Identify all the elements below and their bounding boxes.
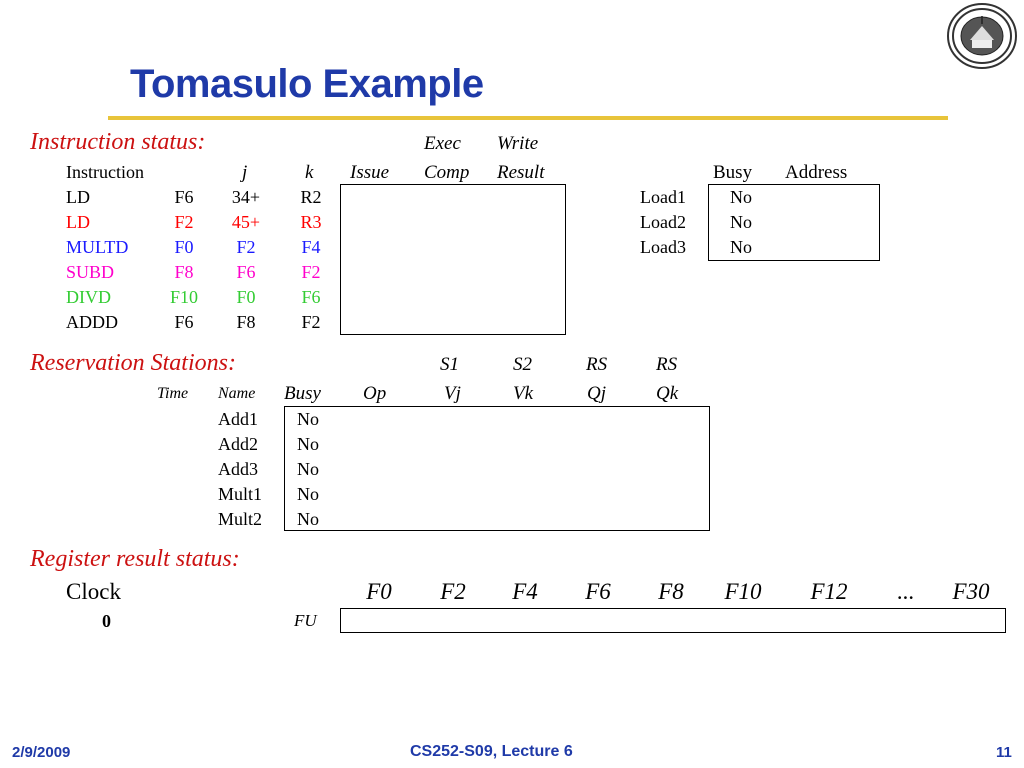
instr-op: ADDD bbox=[66, 312, 118, 332]
rs-top-s1: S1 bbox=[440, 354, 459, 375]
rs-name: Add2 bbox=[218, 434, 258, 454]
col-k: k bbox=[305, 162, 314, 183]
rs-busy: No bbox=[297, 484, 319, 504]
rs-col-qk: Qk bbox=[656, 383, 679, 404]
load-col-busy: Busy bbox=[713, 162, 753, 183]
rs-col-qj: Qj bbox=[587, 383, 606, 404]
instr-r: R2 bbox=[300, 187, 322, 207]
load-name: Load1 bbox=[640, 187, 686, 207]
slide-title: Tomasulo Example bbox=[130, 62, 484, 106]
instr-j: F8 bbox=[174, 262, 194, 282]
rs-top-rs2: RS bbox=[656, 354, 678, 375]
instr-j: F6 bbox=[174, 187, 194, 207]
load-buffers-box bbox=[708, 184, 880, 261]
rs-name: Add3 bbox=[218, 459, 258, 479]
rs-col-vj: Vj bbox=[444, 383, 461, 404]
reg-f10: F10 bbox=[724, 579, 762, 604]
col-issue: Issue bbox=[350, 162, 390, 183]
reg-f4: F4 bbox=[512, 579, 538, 604]
rs-busy: No bbox=[297, 409, 319, 429]
rs-busy: No bbox=[297, 434, 319, 454]
footer-course: CS252-S09, Lecture 6 bbox=[410, 743, 573, 760]
rs-col-vk: Vk bbox=[513, 383, 534, 404]
rs-name: Mult2 bbox=[218, 509, 263, 529]
col-j: j bbox=[242, 162, 248, 183]
col-result: Result bbox=[497, 162, 545, 183]
instr-r: R3 bbox=[300, 212, 322, 232]
instr-j: F10 bbox=[169, 287, 198, 307]
load-name: Load3 bbox=[640, 237, 686, 257]
reg-f0: F0 bbox=[366, 579, 392, 604]
rs-col-busy: Busy bbox=[284, 383, 321, 404]
load-busy: No bbox=[730, 187, 752, 207]
rs-col-op: Op bbox=[363, 383, 387, 404]
write-top-label: Write bbox=[497, 133, 539, 154]
instr-r: F4 bbox=[301, 237, 321, 257]
instr-k: F6 bbox=[236, 262, 256, 282]
instruction-status-box bbox=[340, 184, 566, 335]
rs-name: Mult1 bbox=[218, 484, 263, 504]
rs-busy: No bbox=[297, 459, 319, 479]
instr-r: F6 bbox=[301, 287, 321, 307]
instr-k: 34+ bbox=[231, 187, 261, 207]
instr-op: LD bbox=[66, 212, 90, 232]
instr-op: LD bbox=[66, 187, 90, 207]
exec-top-label: Exec bbox=[424, 133, 461, 154]
load-busy: No bbox=[730, 212, 752, 232]
instr-j: F2 bbox=[174, 212, 194, 232]
fu-label: FU bbox=[294, 611, 317, 630]
instr-op: MULTD bbox=[66, 237, 129, 257]
reg-f30: F30 bbox=[952, 579, 990, 604]
instr-op: SUBD bbox=[66, 262, 115, 282]
load-col-address: Address bbox=[785, 162, 848, 183]
title-underline bbox=[108, 116, 948, 120]
rs-col-time: Time bbox=[157, 385, 189, 402]
instr-r: F2 bbox=[301, 312, 321, 332]
instruction-status-heading: Instruction status: bbox=[30, 129, 206, 155]
rs-busy: No bbox=[297, 509, 319, 529]
reg-f12: F12 bbox=[810, 579, 848, 604]
reg-ellipsis: ... bbox=[897, 579, 915, 604]
reservation-stations-heading: Reservation Stations: bbox=[30, 350, 236, 376]
footer-page-number: 11 bbox=[996, 744, 1012, 761]
instr-k: F8 bbox=[236, 312, 256, 332]
clock-value: 0 bbox=[102, 611, 111, 631]
clock-label: Clock bbox=[66, 579, 121, 604]
rs-top-rs1: RS bbox=[586, 354, 608, 375]
reservation-stations-box bbox=[284, 406, 710, 531]
reg-f2: F2 bbox=[440, 579, 466, 604]
col-comp: Comp bbox=[424, 162, 470, 183]
instr-r: F2 bbox=[301, 262, 321, 282]
university-seal-icon bbox=[947, 3, 1017, 69]
rs-col-name: Name bbox=[218, 385, 256, 402]
instr-op: DIVD bbox=[66, 287, 111, 307]
register-status-heading: Register result status: bbox=[30, 546, 240, 572]
instr-j: F6 bbox=[174, 312, 194, 332]
col-instruction: Instruction bbox=[66, 162, 144, 182]
rs-name: Add1 bbox=[218, 409, 258, 429]
reg-f8: F8 bbox=[658, 579, 684, 604]
rs-top-s2: S2 bbox=[513, 354, 532, 375]
instr-k: F0 bbox=[236, 287, 256, 307]
register-fu-box bbox=[340, 608, 1006, 633]
reg-f6: F6 bbox=[585, 579, 611, 604]
instr-k: 45+ bbox=[231, 212, 261, 232]
instr-k: F2 bbox=[236, 237, 256, 257]
instr-j: F0 bbox=[174, 237, 194, 257]
footer-date: 2/9/2009 bbox=[12, 744, 71, 761]
load-busy: No bbox=[730, 237, 752, 257]
load-name: Load2 bbox=[640, 212, 686, 232]
